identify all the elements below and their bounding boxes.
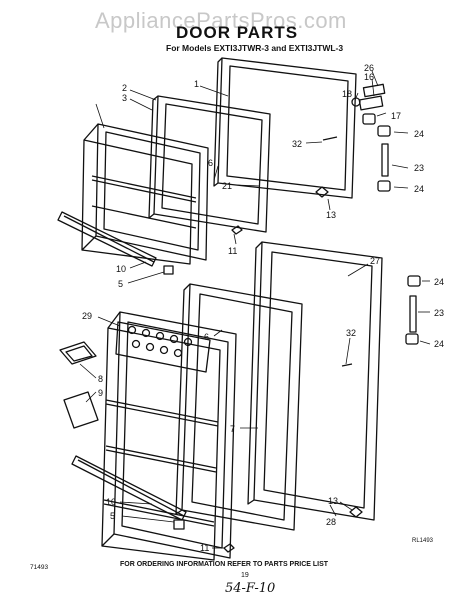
- callout-label: 6: [204, 332, 209, 342]
- callout-label: 9: [98, 388, 103, 398]
- callout-label: 24: [414, 129, 424, 139]
- callout-labels: 26 16 18 17 1 2 3 32 24 6 21 23 24 13 11…: [82, 63, 444, 553]
- shelf-bin: [63, 391, 99, 429]
- callout-label: 17: [391, 111, 401, 121]
- dairy-dials: [127, 325, 193, 358]
- callout-label: 27: [370, 256, 380, 266]
- callout-label: 23: [434, 308, 444, 318]
- fresh-food-inner-liner: [101, 311, 237, 561]
- fresh-food-gasket: [175, 283, 303, 531]
- page-title: DOOR PARTS: [176, 23, 299, 42]
- callout-label: 1: [194, 79, 199, 89]
- callout-label: 32: [346, 328, 356, 338]
- model-subtitle: For Models EXTI3JTWR-3 and EXTI3JTWL-3: [166, 43, 344, 53]
- freezer-shelf-bar: [57, 211, 157, 267]
- callout-label: 7: [230, 424, 235, 434]
- callout-label: 10: [116, 264, 126, 274]
- freezer-inner-liner: [81, 123, 209, 265]
- callout-label: 2: [122, 83, 127, 93]
- callout-label: 21: [222, 181, 232, 191]
- callout-label: 28: [326, 517, 336, 527]
- callout-label: 26: [364, 63, 374, 73]
- freezer-door-panel: [213, 57, 357, 199]
- callout-label: 10: [106, 497, 116, 507]
- callout-label: 18: [342, 89, 352, 99]
- callout-label: 6: [208, 158, 213, 168]
- drawing-code: RL1493: [412, 538, 434, 544]
- callout-label: 3: [122, 93, 127, 103]
- lower-clip: [173, 519, 185, 530]
- callout-label: 13: [326, 210, 336, 220]
- callout-label: 24: [414, 184, 424, 194]
- callout-label: 24: [434, 277, 444, 287]
- ordering-footer: FOR ORDERING INFORMATION REFER TO PARTS …: [120, 561, 329, 568]
- callout-label: 8: [98, 374, 103, 384]
- watermark: AppliancePartsPros.com: [95, 8, 347, 33]
- callout-label: 16: [364, 72, 374, 82]
- callout-label: 24: [434, 339, 444, 349]
- callout-label: 11: [228, 246, 237, 256]
- egg-tray: [59, 341, 97, 365]
- callout-label: 13: [328, 496, 338, 506]
- callout-label: 5: [118, 279, 123, 289]
- catalog-code: 71493: [30, 564, 49, 571]
- callout-label: 23: [414, 163, 424, 173]
- callout-label: 32: [292, 139, 302, 149]
- freezer-clip: [163, 265, 174, 275]
- callout-label: 5: [110, 511, 115, 521]
- page-number: 19: [241, 572, 249, 579]
- freezer-gasket: [148, 95, 271, 233]
- fresh-food-door-panel: [247, 241, 383, 521]
- callout-label: 29: [82, 311, 92, 321]
- handwritten-note: 54-F-10: [225, 581, 276, 596]
- callout-label: 11: [200, 543, 209, 553]
